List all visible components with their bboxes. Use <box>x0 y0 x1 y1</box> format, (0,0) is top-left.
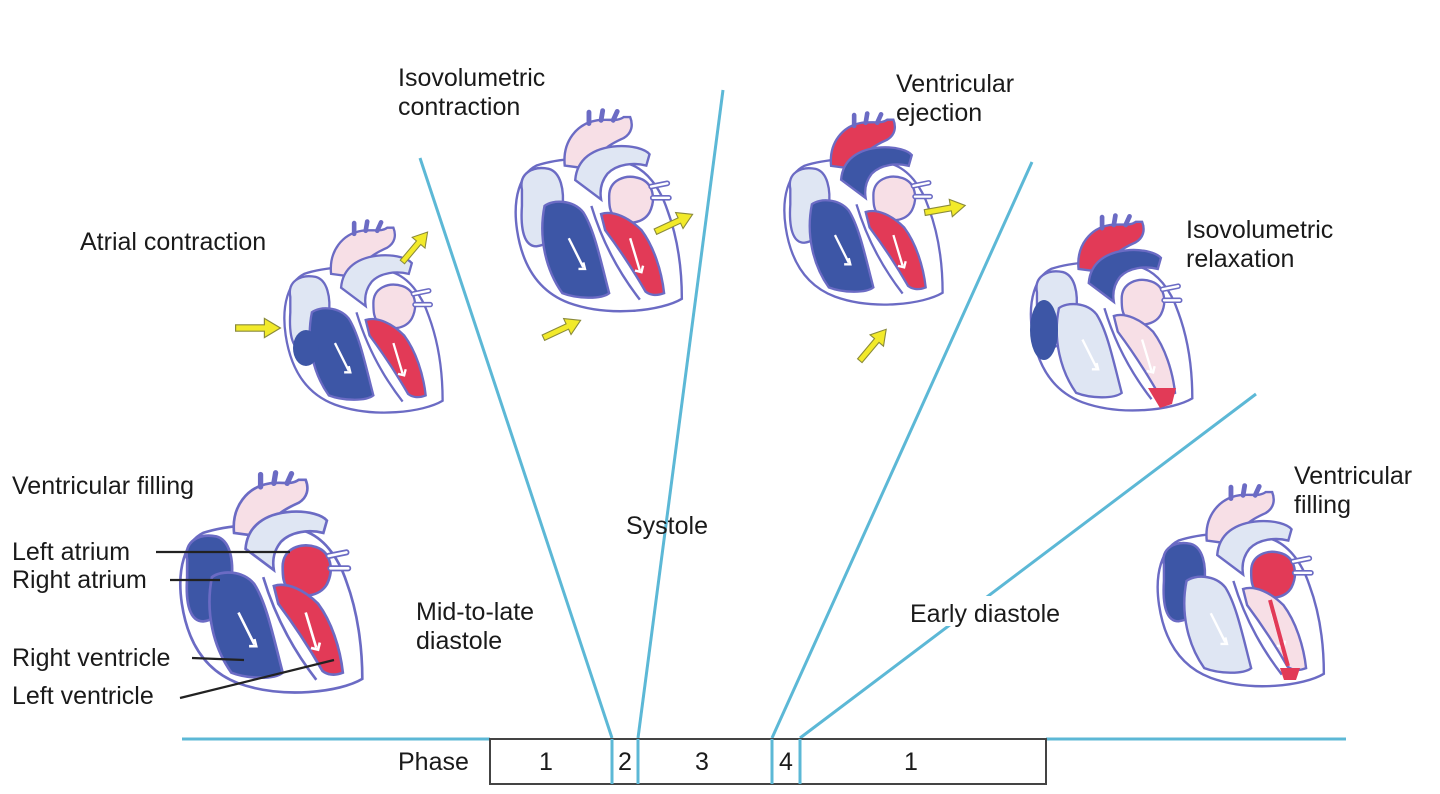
label-ventricular-ejection: Ventricular ejection <box>896 70 1021 127</box>
ray-mid-late-diastole-systole <box>418 157 614 739</box>
divider-lines <box>182 89 1346 741</box>
anatomy-callouts: Left atrium Right atrium Right ventricle… <box>12 538 335 710</box>
pressure-arrow-icon <box>539 311 585 347</box>
label-ventricular-filling-early: Ventricular filling <box>1294 462 1419 519</box>
leader-left-ventricle <box>179 658 335 700</box>
label-ventricular-filling: Ventricular filling <box>12 472 194 500</box>
heart-atrial-contraction <box>235 222 443 413</box>
phase-cell-3: 3 <box>695 748 709 776</box>
ray-early-diastole <box>799 392 1257 740</box>
leader-right-ventricle <box>191 656 245 662</box>
phase-cell-4: 4 <box>779 748 793 776</box>
label-left-ventricle: Left ventricle <box>12 682 154 710</box>
heart-ventricular-filling-early <box>1158 486 1324 687</box>
ray-systole <box>636 89 725 739</box>
label-systole: Systole <box>626 512 708 540</box>
phase-bar: Phase 1 2 3 4 1 <box>398 738 1047 785</box>
label-atrial-contraction: Atrial contraction <box>80 228 266 256</box>
label-right-ventricle: Right ventricle <box>12 644 170 672</box>
label-mid-to-late-diastole: Mid-to-late diastole <box>416 598 541 655</box>
phase-cell-1b: 1 <box>904 748 918 776</box>
phase-title: Phase <box>398 748 469 776</box>
heart-isovolumetric-relaxation <box>1030 216 1192 411</box>
label-early-diastole: Early diastole <box>910 600 1060 628</box>
heart-isovolumetric-contraction <box>516 111 697 347</box>
heart-ventricular-ejection <box>784 114 968 367</box>
phase-box <box>489 738 1047 785</box>
pressure-arrow-icon <box>395 226 435 268</box>
phase-cell-1: 1 <box>539 748 553 776</box>
label-left-atrium: Left atrium <box>12 538 130 566</box>
label-right-atrium: Right atrium <box>12 566 147 594</box>
ray-systole-early-diastole <box>770 161 1034 739</box>
label-isovolumetric-relaxation: Isovolumetric relaxation <box>1186 216 1340 273</box>
phase-cell-2: 2 <box>618 748 632 776</box>
pressure-arrow-icon <box>235 317 281 339</box>
label-isovolumetric-contraction: Isovolumetric contraction <box>398 64 552 121</box>
pressure-arrow-icon <box>852 323 894 367</box>
